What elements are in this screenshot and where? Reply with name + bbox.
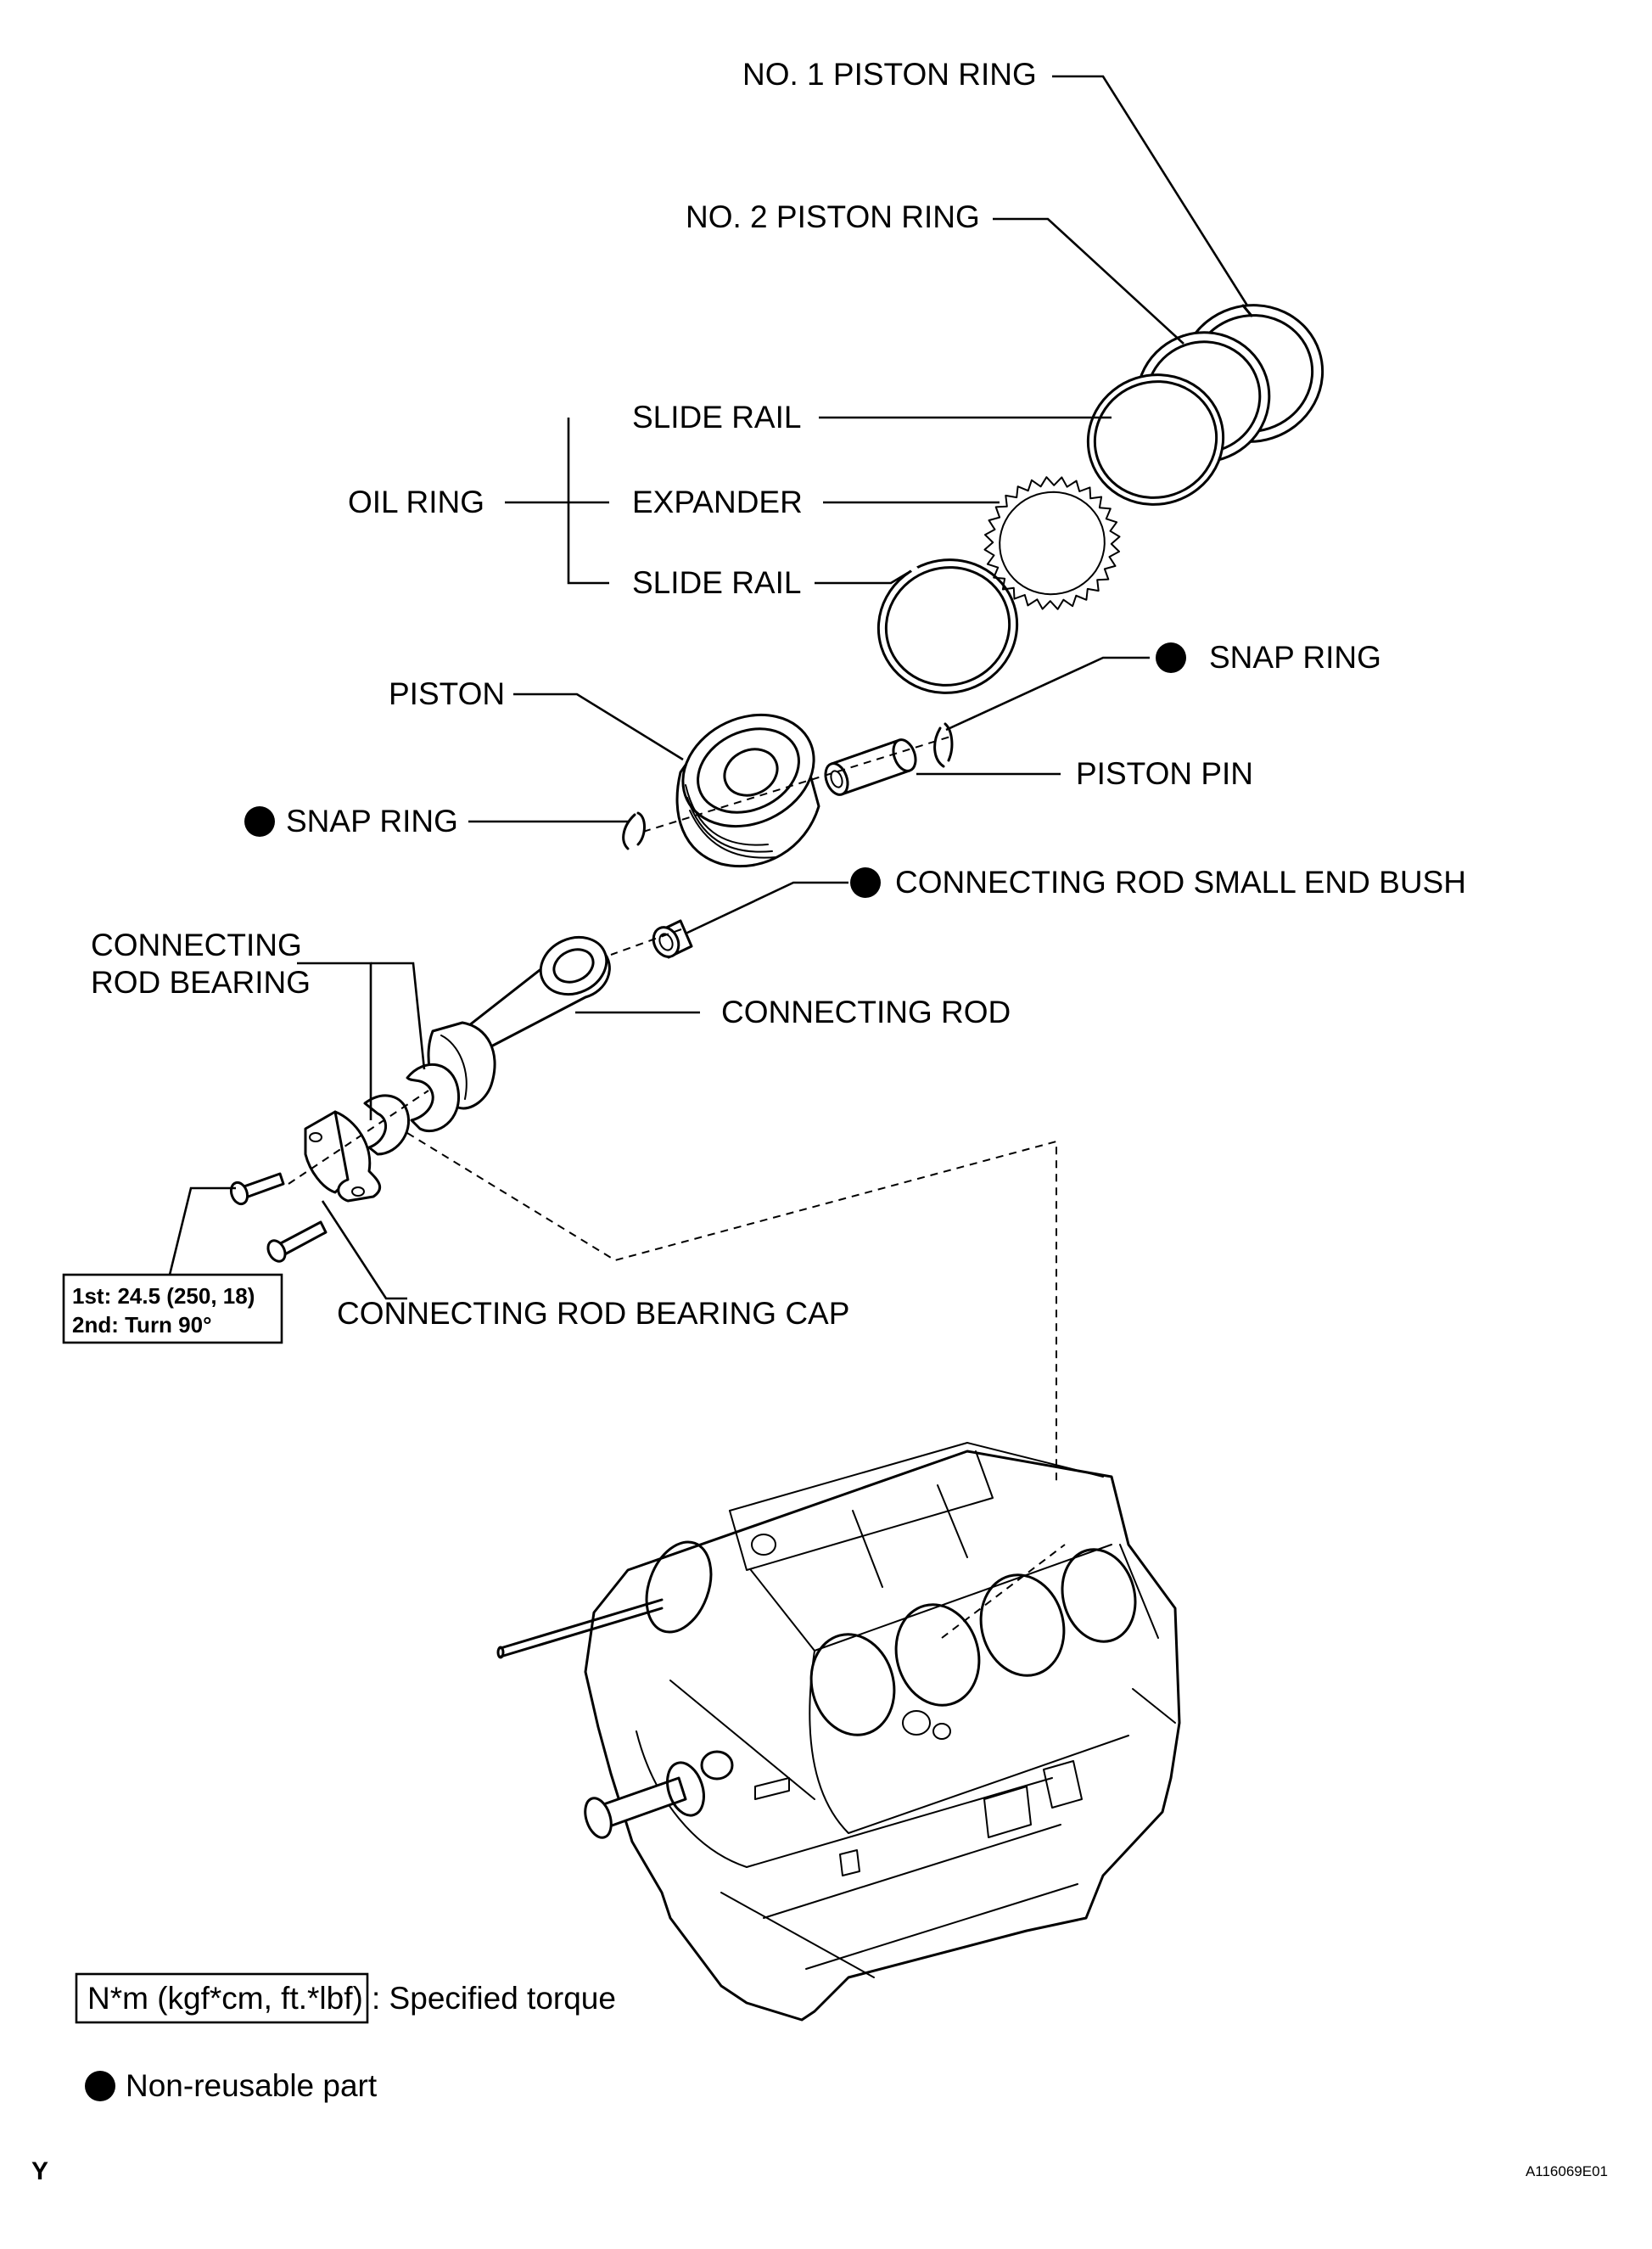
label-slide-rail-lower: SLIDE RAIL [632, 565, 801, 600]
piston-pin-drawing [824, 738, 917, 796]
leader-lines [168, 75, 1249, 1300]
label-bearing-cap: CONNECTING ROD BEARING CAP [337, 1296, 849, 1331]
label-no1-piston-ring: NO. 1 PISTON RING [742, 57, 1037, 92]
filled-circle-icon [244, 806, 275, 837]
torque-unit-box [75, 1972, 369, 2024]
cap-bolt-lower-drawing [266, 1220, 328, 1263]
small-end-bush-drawing [652, 919, 693, 959]
filled-circle-icon [1156, 642, 1186, 673]
legend-torque-unit: N*m (kgf*cm, ft.*lbf) [87, 1981, 363, 2016]
label-small-end-bush: CONNECTING ROD SMALL END BUSH [895, 865, 1466, 900]
cap-bolt-upper-drawing [229, 1172, 285, 1206]
filled-circle-icon [85, 2071, 115, 2101]
footer-left-mark: Y [31, 2157, 48, 2185]
legend: N*m (kgf*cm, ft.*lbf) : Specified torque… [75, 1972, 616, 2103]
bearing-cap-drawing [304, 1110, 382, 1203]
filled-circle-icon [850, 867, 881, 898]
label-snap-ring-left: SNAP RING [286, 804, 458, 838]
slide-rail-lower-drawing [876, 558, 1019, 694]
label-connecting-rod: CONNECTING ROD [721, 995, 1011, 1029]
torque-spec-box: 1st: 24.5 (250, 18) 2nd: Turn 90° [62, 1273, 283, 1344]
slide-rail-upper-drawing [1086, 373, 1225, 506]
label-rod-bearing-line2: ROD BEARING [91, 965, 311, 1000]
torque-spec-line1: 1st: 24.5 (250, 18) [72, 1283, 255, 1309]
assembly-guide-lines [288, 736, 1066, 1639]
connecting-rod-bearing-drawing [363, 1063, 460, 1156]
piston-drawing [675, 713, 820, 868]
legend-non-reusable: Non-reusable part [126, 2068, 378, 2103]
torque-spec-line2: 2nd: Turn 90° [72, 1312, 211, 1338]
label-snap-ring-right: SNAP RING [1209, 640, 1381, 675]
label-slide-rail-upper: SLIDE RAIL [632, 400, 801, 435]
legend-torque-desc: : Specified torque [372, 1981, 616, 2016]
snap-ring-right-drawing [933, 722, 954, 768]
label-expander: EXPANDER [632, 485, 803, 519]
label-piston: PISTON [389, 676, 505, 711]
label-rod-bearing-line1: CONNECTING [91, 928, 302, 962]
label-piston-pin: PISTON PIN [1076, 756, 1253, 791]
label-no2-piston-ring: NO. 2 PISTON RING [686, 199, 980, 234]
figure-id: A116069E01 [1526, 2163, 1608, 2179]
snap-ring-left-drawing [622, 811, 646, 850]
label-oil-ring: OIL RING [348, 485, 484, 519]
expander-drawing [983, 476, 1121, 610]
cylinder-block-drawing [496, 1442, 1181, 2022]
